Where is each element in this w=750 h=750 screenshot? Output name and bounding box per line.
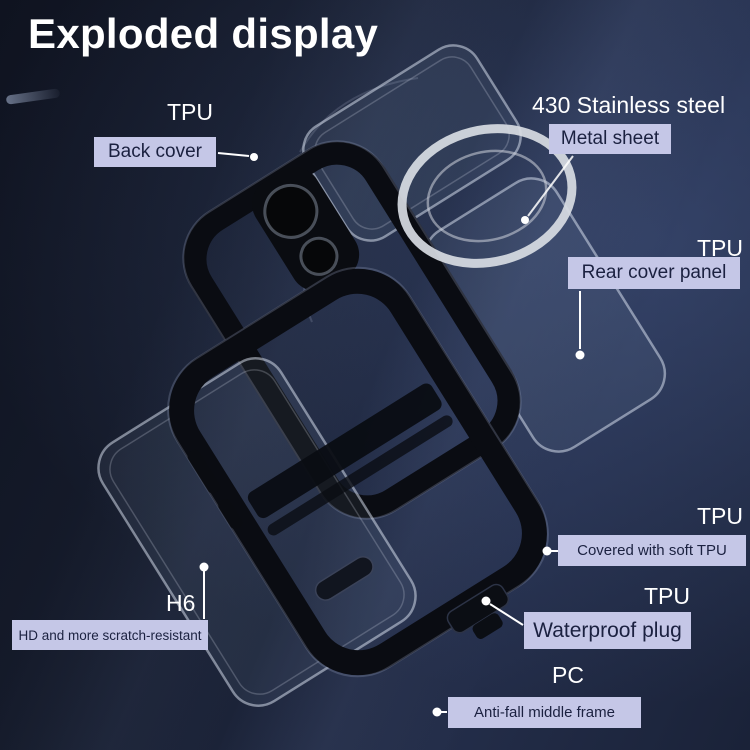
- callout-connectors: [199, 152, 585, 717]
- callout-dot-soft-tpu: [542, 546, 552, 556]
- label-metal-sheet: Metal sheet: [549, 124, 671, 154]
- callout-line-metal-sheet: [527, 155, 574, 217]
- side-button-2: [218, 498, 243, 530]
- speaker-slot: [314, 556, 374, 601]
- callout-line-back-cover: [217, 152, 250, 157]
- label-rear-cover-panel: Rear cover panel: [568, 257, 740, 289]
- tag-rear-cover-panel: TPU: [697, 235, 743, 261]
- callout-line-plug: [489, 603, 524, 626]
- label-middle-frame: Anti-fall middle frame: [448, 697, 641, 728]
- tag-waterproof-plug: TPU: [644, 583, 690, 609]
- callout-dot-metal-sheet: [521, 216, 529, 224]
- callout-dot-rear-cover: [575, 350, 585, 360]
- tag-back-cover: TPU: [167, 99, 213, 125]
- callout-dot-plug: [481, 596, 491, 606]
- frame-crossbar: [247, 383, 442, 519]
- label-back-cover: Back cover: [94, 137, 216, 167]
- label-screen-protector: HD and more scratch-resistant: [12, 620, 208, 650]
- callout-dot-back-cover: [250, 153, 258, 161]
- callout-dot-middle-frame: [432, 707, 442, 717]
- back-cover-frame: [182, 140, 522, 520]
- camera-lens-large: [263, 183, 319, 239]
- tag-screen-hardness: H6: [166, 590, 196, 616]
- tag-middle-frame: PC: [552, 662, 584, 688]
- callout-dot-screen: [199, 562, 209, 572]
- magsafe-metal-ring: [397, 124, 577, 268]
- tag-metal-sheet: 430 Stainless steel: [532, 92, 726, 118]
- waterproof-plug-part: [446, 583, 510, 639]
- side-button: [187, 449, 221, 494]
- label-soft-tpu: Covered with soft TPU: [558, 535, 746, 566]
- frame-crossbar-2: [267, 415, 453, 536]
- label-waterproof-plug: Waterproof plug: [524, 612, 691, 649]
- camera-lens-small: [299, 236, 339, 276]
- tag-soft-tpu: TPU: [697, 503, 743, 529]
- page-title: Exploded display: [28, 10, 379, 57]
